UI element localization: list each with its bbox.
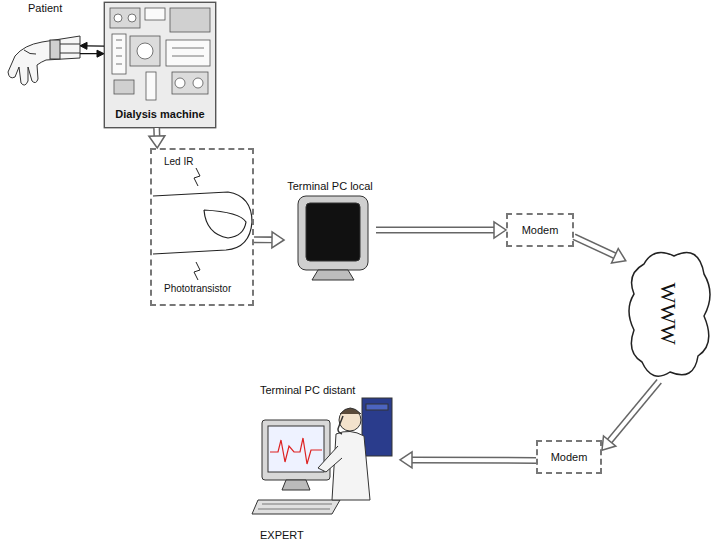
- arrow-shaft-inner: [410, 458, 537, 463]
- node-label: Patient: [28, 2, 62, 15]
- arrow-shaft: [87, 45, 104, 46]
- flow-arrow: [80, 42, 104, 49]
- hollow-arrow: [573, 236, 626, 263]
- network-label: WWW: [655, 283, 680, 345]
- arrow-shaft-inner: [375, 228, 496, 232]
- arrow-head: [494, 222, 506, 238]
- dialysis-machine-illustration: [104, 2, 216, 128]
- arrow-head: [149, 136, 165, 148]
- finger-sensor-illustration: [153, 168, 252, 280]
- expert-workstation-illustration: [252, 398, 392, 514]
- local-pc-node: Terminal PC local: [284, 180, 376, 280]
- node-label: Led IR: [164, 156, 193, 168]
- local-pc-illustration: [298, 196, 368, 280]
- remote-pc-node: Terminal PC distantEXPERT: [250, 384, 400, 542]
- internet-cloud: WWW: [624, 244, 712, 384]
- cloud-path: [629, 252, 710, 376]
- arrow-head: [272, 232, 284, 248]
- dialysis-machine-box: Dialysis machine: [104, 2, 216, 128]
- node-label: Terminal PC local: [287, 180, 373, 193]
- node-label: Modem: [551, 451, 588, 464]
- node-label: Dialysis machine: [115, 108, 204, 121]
- arrow-head: [612, 248, 626, 263]
- arrow-shaft-inner: [608, 380, 659, 442]
- arrow-head: [97, 50, 104, 57]
- hollow-arrow: [602, 380, 660, 450]
- sensor-box: Led IR Phototransistor: [150, 148, 254, 306]
- flow-arrow: [80, 50, 104, 57]
- hollow-arrow: [375, 222, 506, 238]
- modem-box: Modem: [506, 213, 574, 247]
- node-label: Phototransistor: [164, 283, 231, 295]
- modem-box: Modem: [536, 440, 602, 474]
- hollow-arrow: [253, 232, 284, 248]
- arrow-shaft-inner: [253, 238, 274, 242]
- arrow-head: [80, 42, 87, 49]
- patient-label-area: Patient: [0, 0, 80, 88]
- node-label: Modem: [522, 224, 559, 237]
- patient-arm: [8, 36, 80, 85]
- node-label: Terminal PC distant: [260, 384, 355, 397]
- arrow-head: [400, 452, 412, 468]
- arrow-shaft-inner: [573, 236, 617, 256]
- hollow-arrow: [400, 452, 537, 468]
- arrow-head: [602, 436, 616, 450]
- node-label: EXPERT: [260, 529, 304, 542]
- arrow-shaft: [80, 53, 97, 54]
- hollow-arrow: [149, 127, 165, 148]
